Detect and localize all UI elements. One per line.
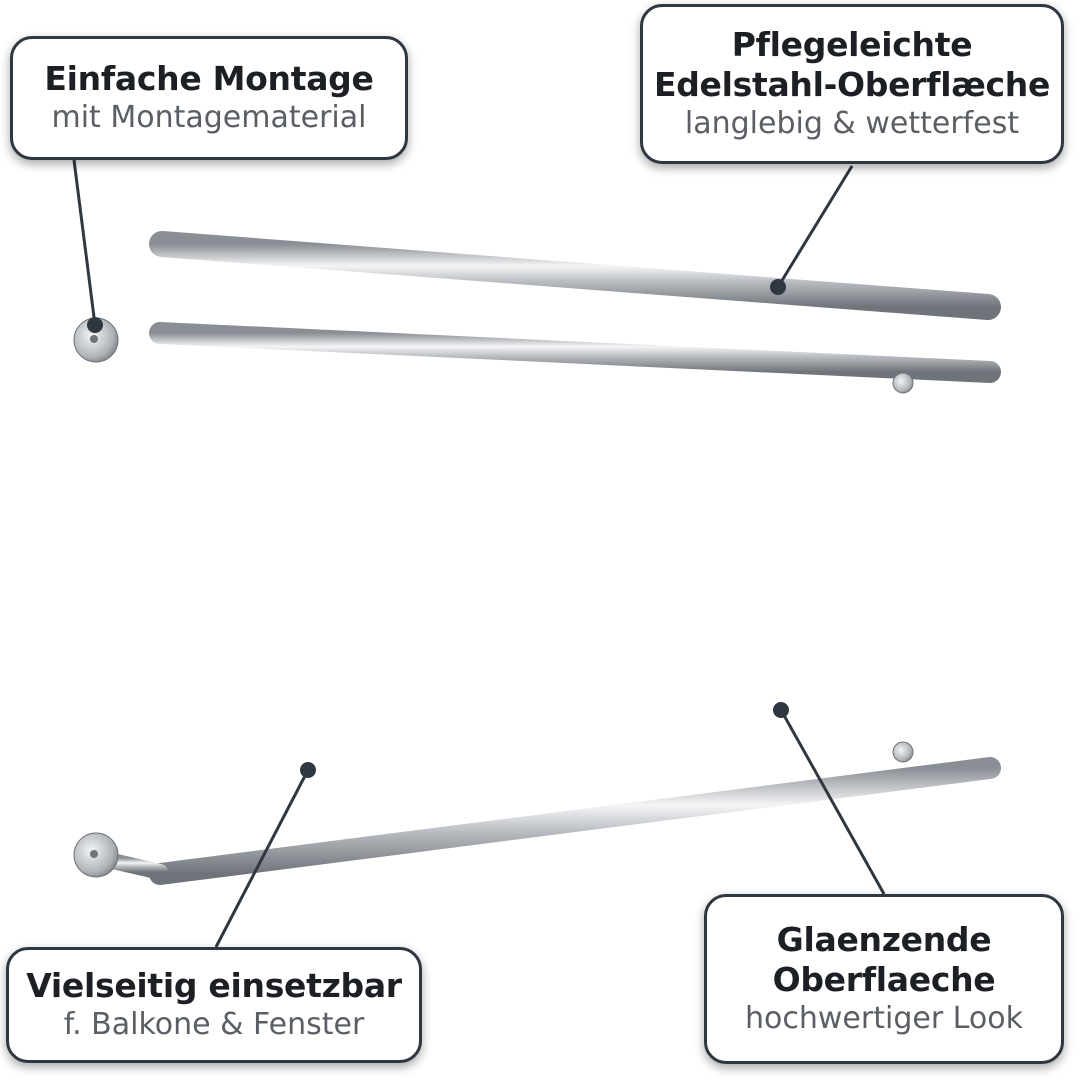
callout-glaenzend-title-line1: Glaenzende [776, 920, 992, 959]
mounting-bracket-bottom [73, 832, 119, 878]
mounting-bracket-right-bottom [892, 741, 914, 763]
pointer-dots [87, 279, 789, 778]
callout-edelstahl-subtitle: langlebig & wetterfest [684, 106, 1020, 141]
callout-montage-title: Einfache Montage [44, 59, 374, 98]
pointer-dot-vielseitig [300, 762, 316, 778]
callout-montage-subtitle: mit Montagematerial [51, 100, 367, 135]
callout-glaenzend-title-line2: Oberflaeche [772, 960, 996, 999]
pointer-edelstahl [776, 165, 854, 288]
callout-glaenzend-subtitle: hochwertiger Look [745, 1001, 1023, 1036]
callout-vielseitig-title: Vielseitig einsetzbar [26, 966, 402, 1005]
pointer-lines [72, 159, 886, 948]
pointer-dot-edelstahl [770, 279, 786, 295]
callout-vielseitig: Vielseitig einsetzbar f. Balkone & Fenst… [6, 947, 422, 1063]
bottom-frame-rail [149, 757, 1001, 885]
vertical-bars [231, 344, 937, 858]
pointer-vielseitig [214, 769, 310, 948]
callout-vielseitig-subtitle: f. Balkone & Fenster [63, 1007, 365, 1042]
pointer-dot-glaenzend [773, 702, 789, 718]
pointer-glaenzend [779, 709, 886, 895]
callout-edelstahl-title-line1: Pflegeleichte [731, 25, 973, 64]
callout-montage: Einfache Montage mit Montagematerial [10, 36, 408, 160]
top-handrail [149, 231, 1001, 320]
upper-frame-rail [149, 322, 1001, 383]
pointer-montage [72, 159, 97, 326]
callout-edelstahl-title-line2: Edelstahl-Oberflæche [653, 65, 1051, 104]
callout-glaenzend: Glaenzende Oberflaeche hochwertiger Look [704, 894, 1064, 1064]
mounting-bracket-top [73, 317, 119, 363]
callout-edelstahl: Pflegeleichte Edelstahl-Oberflæche langl… [640, 4, 1064, 164]
mounting-bracket-right-top [892, 372, 914, 394]
pointer-dot-montage [87, 317, 103, 333]
